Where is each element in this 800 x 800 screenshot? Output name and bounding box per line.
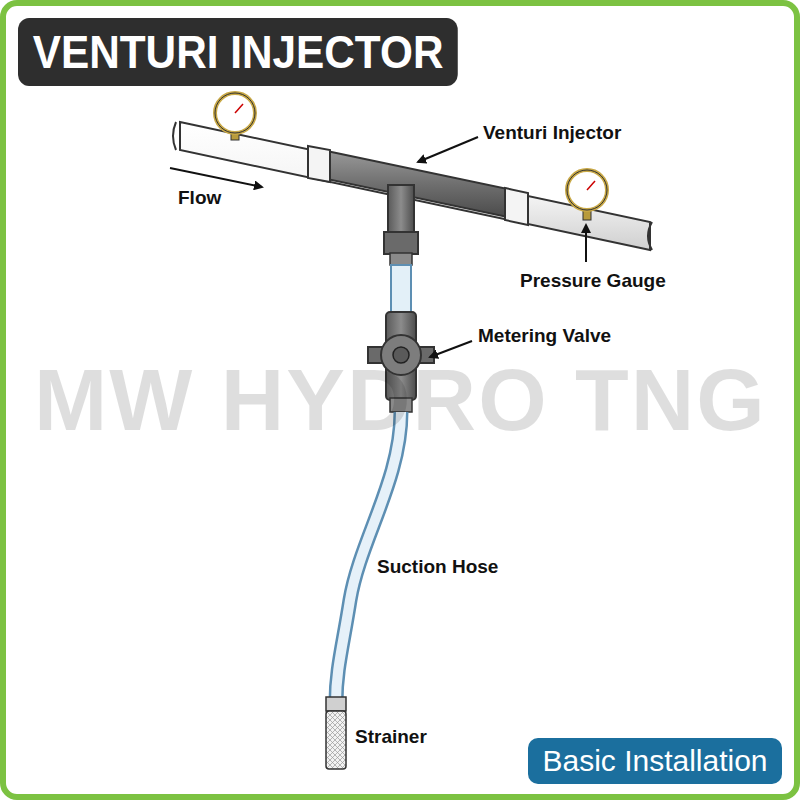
part-name: Strainer <box>355 726 427 748</box>
badge-text: Basic Installation <box>542 744 767 778</box>
part-name: Pressure Gauge <box>520 270 666 292</box>
title-text: VENTURI INJECTOR <box>33 26 444 78</box>
flow-label: Flow <box>178 187 221 209</box>
title-box: VENTURI INJECTOR <box>18 18 458 86</box>
badge-box: Basic Installation <box>528 738 782 784</box>
part-name: Suction Hose <box>377 556 498 578</box>
part-name: Venturi Injector <box>483 122 621 144</box>
part-name: Metering Valve <box>478 325 611 347</box>
watermark: MW HYDRO TNG <box>34 349 767 451</box>
